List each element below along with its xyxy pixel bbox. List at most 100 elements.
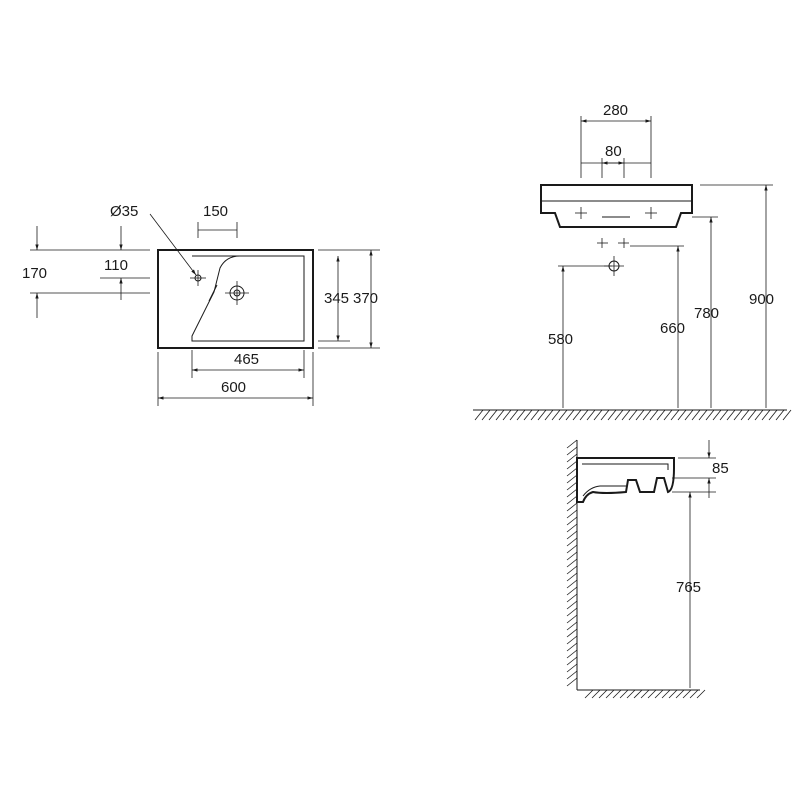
- hatch-line: [612, 689, 622, 699]
- drain-hole-plan: [225, 281, 249, 305]
- hatch-line: [566, 537, 578, 547]
- hatch-line: [566, 565, 578, 575]
- hatch-line: [642, 409, 652, 421]
- hatch-line: [614, 409, 624, 421]
- hatch-line: [677, 409, 687, 421]
- hatch-line: [566, 663, 578, 673]
- hatch-line: [488, 409, 498, 421]
- hatch-line: [598, 689, 608, 699]
- hatch-line: [495, 409, 505, 421]
- hatch-line: [566, 628, 578, 638]
- hatch-line: [481, 409, 491, 421]
- hole-diameter-label: Ø35: [110, 203, 138, 220]
- hatch-line: [566, 649, 578, 659]
- hatch-line: [566, 607, 578, 617]
- hatch-line: [566, 670, 578, 680]
- hatch-line: [537, 409, 547, 421]
- basin-outline-plan: [157, 249, 314, 349]
- hatch-line: [600, 409, 610, 421]
- hatch-line: [682, 689, 692, 699]
- left-offset-inner-label: 110: [104, 257, 128, 274]
- hatch-line: [668, 689, 678, 699]
- hatch-line: [782, 409, 792, 421]
- hatch-line: [640, 689, 650, 699]
- hatch-line: [566, 621, 578, 631]
- hatch-line: [502, 409, 512, 421]
- hatch-line: [663, 409, 673, 421]
- hatch-line: [566, 460, 578, 470]
- drain-height-label: 660: [660, 320, 685, 337]
- hatch-line: [689, 689, 699, 699]
- hatch-line: [670, 409, 680, 421]
- hatch-line: [509, 409, 519, 421]
- hatch-line: [661, 689, 671, 699]
- hatch-line: [572, 409, 582, 421]
- hatch-line: [675, 689, 685, 699]
- hatch-line: [566, 439, 578, 449]
- floor-hatching: [473, 409, 792, 421]
- hatch-line: [619, 689, 629, 699]
- trap-height-label: 580: [548, 331, 573, 348]
- hatch-line: [566, 635, 578, 645]
- hatch-line: [566, 523, 578, 533]
- hatch-line: [566, 530, 578, 540]
- hatch-line: [621, 409, 631, 421]
- hatch-line: [733, 409, 743, 421]
- hatch-line: [740, 409, 750, 421]
- hatch-line: [656, 409, 666, 421]
- tap-offset-label: 150: [203, 203, 228, 220]
- hatch-line: [719, 409, 729, 421]
- side-view: 85 765: [566, 439, 729, 699]
- hatch-line: [768, 409, 778, 421]
- hatch-line: [635, 409, 645, 421]
- hatch-line: [775, 409, 785, 421]
- hatch-line: [566, 579, 578, 589]
- basin-bowl-plan: [191, 255, 305, 342]
- hatch-line: [684, 409, 694, 421]
- hatch-line: [566, 481, 578, 491]
- bowl-bottom-height-label: 780: [694, 305, 719, 322]
- bracket-spacing-label: 280: [603, 102, 628, 119]
- hatch-line: [586, 409, 596, 421]
- hatch-line: [566, 558, 578, 568]
- hatch-line: [566, 677, 578, 687]
- hatch-line: [654, 689, 664, 699]
- hatch-line: [747, 409, 757, 421]
- tap-hole-small: [190, 270, 206, 286]
- hatch-line: [566, 502, 578, 512]
- hatch-line: [566, 488, 578, 498]
- hatch-line: [544, 409, 554, 421]
- hatch-line: [754, 409, 764, 421]
- left-offset-total-label: 170: [22, 265, 47, 282]
- basin-outline-front: [540, 184, 693, 228]
- hatch-line: [584, 689, 594, 699]
- hatch-line: [712, 409, 722, 421]
- wall-hatching: [566, 439, 706, 699]
- hatch-line: [647, 689, 657, 699]
- hatch-line: [566, 656, 578, 666]
- front-view: 280 80 580 660 780 900: [473, 102, 792, 421]
- hatch-line: [591, 689, 601, 699]
- hatch-line: [726, 409, 736, 421]
- bolt-spacing-label: 80: [605, 143, 622, 160]
- hatch-line: [474, 409, 484, 421]
- hatch-line: [516, 409, 526, 421]
- hatch-line: [566, 509, 578, 519]
- hatch-line: [566, 544, 578, 554]
- hatch-line: [523, 409, 533, 421]
- hatch-line: [566, 593, 578, 603]
- underside-height-label: 765: [676, 579, 701, 596]
- hatch-line: [607, 409, 617, 421]
- top-height-label: 900: [749, 291, 774, 308]
- hatch-line: [566, 516, 578, 526]
- hatch-line: [593, 409, 603, 421]
- bowl-width-label: 465: [234, 351, 259, 368]
- hatch-line: [691, 409, 701, 421]
- hatch-line: [565, 409, 575, 421]
- hatch-line: [696, 689, 706, 699]
- hatch-line: [579, 409, 589, 421]
- hatch-line: [566, 600, 578, 610]
- hatch-line: [530, 409, 540, 421]
- hatch-line: [566, 446, 578, 456]
